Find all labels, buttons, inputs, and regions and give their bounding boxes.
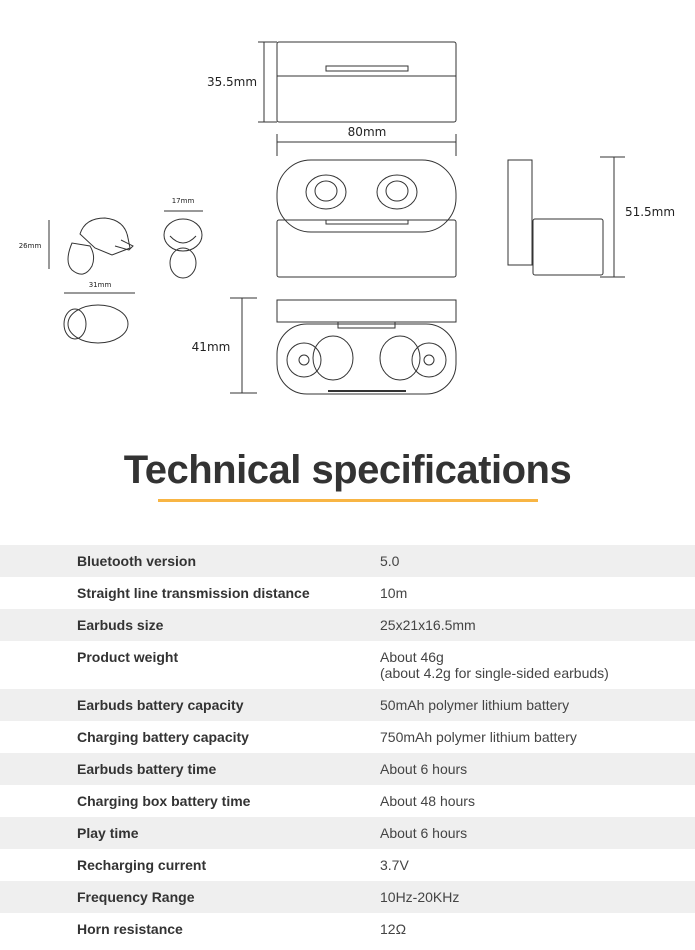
title-underline — [158, 499, 538, 502]
spec-row: Earbuds battery time About 6 hours — [0, 753, 695, 785]
spec-label: Straight line transmission distance — [77, 585, 310, 601]
side-view-drawing: 51.5mm — [507, 156, 675, 278]
spec-value: 10Hz-20KHz — [380, 889, 460, 905]
spec-value: 5.0 — [380, 553, 400, 569]
spec-value: 750mAh polymer lithium battery — [380, 729, 577, 745]
spec-label: Earbuds size — [77, 617, 164, 633]
spec-label: Earbuds battery time — [77, 761, 217, 777]
open-height-label: 51.5mm — [625, 205, 675, 219]
closed-case-drawing: 35.5mm — [207, 41, 457, 123]
page-title: Technical specifications — [123, 448, 572, 492]
spec-row: Earbuds battery capacity 50mAh polymer li… — [0, 689, 695, 721]
spec-label: Charging box battery time — [77, 793, 251, 809]
bud-width-label: 17mm — [172, 197, 195, 205]
spec-label: Bluetooth version — [77, 553, 197, 569]
spec-row: Earbuds size 25x21x16.5mm — [0, 609, 695, 641]
spec-label: Charging battery capacity — [77, 729, 249, 745]
case-with-earbuds-drawing: 41mm — [192, 297, 457, 395]
spec-value: About 6 hours — [380, 761, 468, 777]
earbud-drawings: 26mm 17mm 31mm — [19, 197, 203, 344]
open-depth-label: 41mm — [192, 340, 231, 354]
spec-row: Charging box battery time About 48 hours — [0, 785, 695, 817]
spec-row: Straight line transmission distance 10m — [0, 577, 695, 609]
spec-value: 12Ω — [380, 921, 407, 937]
product-dimension-drawing: 35.5mm 80mm 51.5mm 41mm 26mm — [19, 41, 675, 395]
spec-row: Horn resistance 12Ω — [0, 913, 695, 945]
spec-value: 50mAh polymer lithium battery — [380, 697, 570, 713]
case-height-label: 35.5mm — [207, 75, 257, 89]
spec-label: Product weight — [77, 649, 179, 665]
spec-value: 10m — [380, 585, 408, 601]
spec-value: About 46g (about 4.2g for single-sided e… — [380, 649, 609, 681]
spec-value: 3.7V — [380, 857, 409, 873]
spec-value: About 6 hours — [380, 825, 468, 841]
spec-label: Play time — [77, 825, 139, 841]
spec-value: 25x21x16.5mm — [380, 617, 476, 633]
spec-row: Charging battery capacity 750mAh polymer … — [0, 721, 695, 753]
spec-label: Horn resistance — [77, 921, 183, 937]
spec-label: Recharging current — [77, 857, 207, 873]
open-case-drawing — [276, 159, 457, 278]
bud-height-label: 26mm — [19, 242, 42, 250]
spec-value: About 48 hours — [380, 793, 475, 809]
case-width-label: 80mm — [348, 125, 387, 139]
spec-row: Bluetooth version 5.0 — [0, 545, 695, 577]
spec-row: Recharging current 3.7V — [0, 849, 695, 881]
spec-row: Frequency Range 10Hz-20KHz — [0, 881, 695, 913]
spec-label: Frequency Range — [77, 889, 195, 905]
spec-row: Product weight About 46g (about 4.2g for … — [0, 641, 695, 689]
spec-row: Play time About 6 hours — [0, 817, 695, 849]
spec-label: Earbuds battery capacity — [77, 697, 244, 713]
bud-length-label: 31mm — [89, 281, 112, 289]
